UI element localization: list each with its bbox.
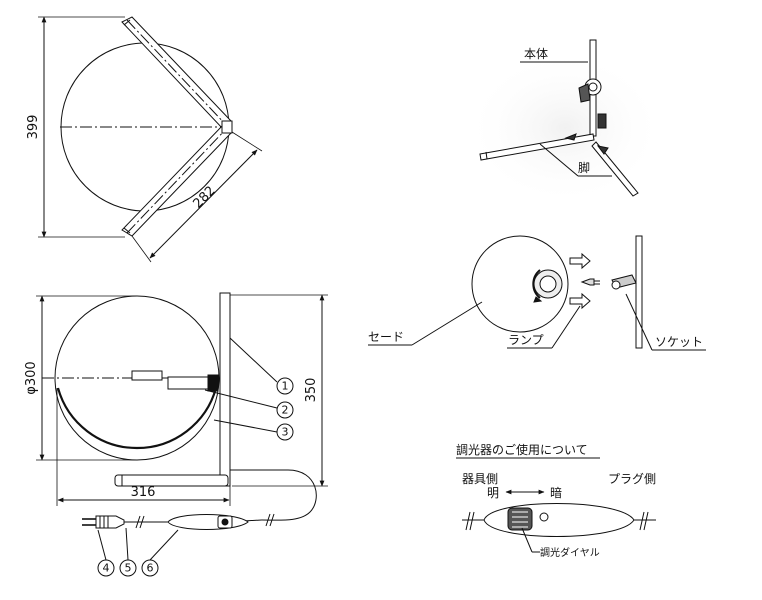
callout-6: 6 [147, 562, 154, 575]
front-view-cord [230, 469, 317, 521]
dim-399: 399 [26, 115, 41, 140]
callout-4: 4 [103, 562, 110, 575]
dimmer-title: 調光器のご使用について [456, 442, 588, 457]
dimmer-bright: 明 [487, 486, 499, 500]
front-view-socket [167, 376, 211, 390]
top-view-centerline-d2 [126, 126, 229, 234]
front-view-plug [95, 515, 125, 529]
assembly-view [465, 39, 665, 206]
front-view-socket-clip [207, 374, 219, 392]
front-view-shade-rim [56, 387, 218, 450]
dimmer-dial [507, 507, 533, 531]
dimmer-body [483, 503, 635, 537]
label-socket: ソケット [655, 335, 703, 349]
dimmer-plug-side: プラグ側 [608, 472, 656, 486]
front-view-body-pole [219, 292, 231, 487]
label-body: 本体 [524, 47, 548, 61]
label-shade: セード [368, 330, 404, 344]
dim-350: 350 [304, 378, 319, 403]
dim-316: 316 [131, 485, 156, 500]
front-view-dimmer [167, 514, 249, 530]
label-leg: 脚 [578, 160, 590, 175]
callout-3: 3 [282, 426, 289, 439]
top-view-pivot [221, 120, 233, 134]
dim-282: 282 [190, 183, 218, 211]
dim-300: φ300 [24, 361, 39, 394]
dimmer-instructions [456, 457, 656, 553]
callout-2: 2 [282, 404, 289, 417]
dimmer-dial-label: 調光ダイヤル [540, 546, 600, 559]
shade-lamp-socket-view [368, 235, 706, 351]
callout-5: 5 [125, 562, 132, 575]
callout-1: 1 [282, 380, 289, 393]
front-view [36, 292, 328, 577]
top-view [38, 16, 263, 263]
top-view-centerline-d1 [126, 19, 229, 128]
label-lamp: ランプ [508, 333, 544, 347]
shade-sphere [471, 235, 569, 333]
dimmer-device-side: 器具側 [462, 472, 498, 486]
dimmer-dark: 暗 [550, 485, 562, 500]
dimension-line-282 [149, 149, 258, 259]
front-view-foot-bar [114, 474, 229, 487]
front-view-lamp [131, 370, 163, 381]
